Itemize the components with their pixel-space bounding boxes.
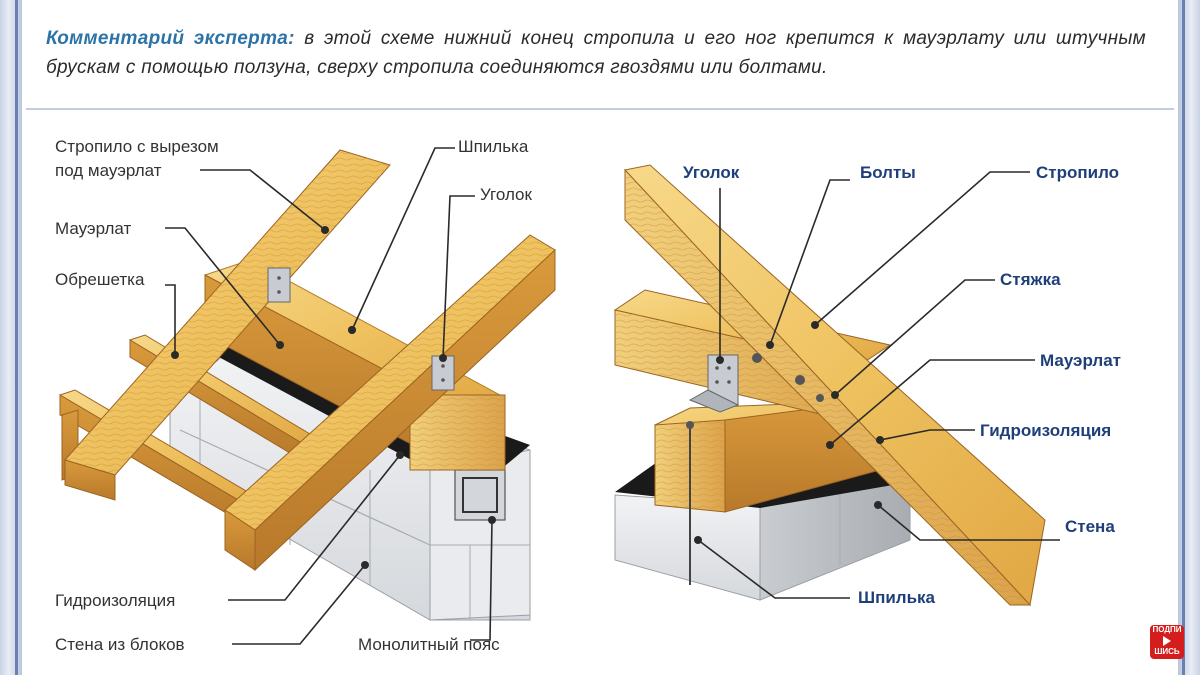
label-right-angle: Уголок [683, 163, 740, 182]
label-right-mauerlat: Мауэрлат [1040, 351, 1121, 370]
label-tie: Стяжка [1000, 270, 1061, 289]
label-rafter-cutout-line2: под мауэрлат [55, 161, 162, 180]
left-diagram: Стропило с вырезом под мауэрлат Мауэрлат… [55, 137, 556, 654]
label-block-wall: Стена из блоков [55, 635, 185, 654]
right-wall [614, 479, 911, 601]
label-left-angle: Уголок [480, 185, 533, 204]
expert-comment-box: Комментарий эксперта: в этой схеме нижни… [26, 0, 1174, 110]
label-left-stud: Шпилька [458, 137, 529, 156]
expert-comment-lead: Комментарий эксперта: [46, 28, 295, 49]
label-bolts: Болты [860, 163, 916, 182]
right-angle-bracket [688, 354, 740, 413]
left-leader-dots [171, 226, 496, 569]
label-left-waterproofing: Гидроизоляция [55, 591, 175, 610]
label-lathing: Обрешетка [55, 270, 145, 289]
left-rafter-lower [224, 234, 556, 572]
right-rafter [624, 164, 1046, 607]
right-bolts [752, 353, 824, 402]
subscribe-badge-line1: ПОДПИ [1152, 625, 1182, 634]
subscribe-badge[interactable]: ПОДПИ ШИСЬ [1150, 625, 1184, 659]
right-diagram: Уголок Болты Стропило Стяжка Мауэрлат Ги… [613, 163, 1121, 607]
expert-comment-body: в этой схеме нижний конец стропила и его… [46, 28, 1146, 78]
left-leader-lines [165, 147, 493, 645]
right-frame-border [1178, 0, 1200, 675]
right-stud-head [686, 421, 694, 429]
left-rafter-upper [64, 149, 391, 501]
right-leader-lines [697, 171, 1060, 599]
expert-comment: Комментарий эксперта: в этой схеме нижни… [46, 24, 1146, 82]
label-monolithic-belt: Монолитный пояс [358, 635, 500, 654]
play-icon [1163, 636, 1171, 646]
label-rafter: Стропило [1036, 163, 1119, 182]
label-left-mauerlat: Мауэрлат [55, 219, 131, 238]
left-frame-border [0, 0, 22, 675]
right-leader-dots [694, 321, 884, 544]
subscribe-badge-line2: ШИСЬ [1154, 647, 1180, 656]
label-right-stud: Шпилька [858, 588, 936, 607]
label-right-waterproofing: Гидроизоляция [980, 421, 1111, 440]
label-wall: Стена [1065, 517, 1115, 536]
label-rafter-cutout-line1: Стропило с вырезом [55, 137, 219, 156]
